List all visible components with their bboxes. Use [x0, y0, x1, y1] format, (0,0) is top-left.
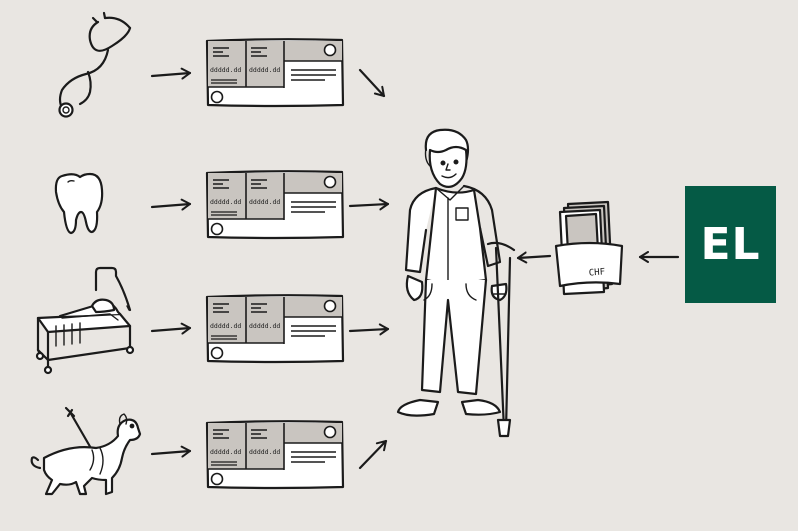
elderly-person-figure: [396, 128, 516, 438]
stethoscope-icon: [58, 11, 132, 118]
arrow-icon-to-invoice-2: [150, 198, 192, 211]
arrow-icon-to-invoice-4: [150, 445, 192, 458]
invoice-4: [205, 420, 345, 490]
arrow-invoice-3-to-person: [348, 323, 390, 336]
hospital-bed-icon: [35, 266, 135, 375]
arrow-invoice-2-to-person: [348, 198, 390, 211]
invoice-2: [205, 170, 345, 240]
logo-background: [685, 186, 776, 303]
invoice-1: [205, 38, 345, 108]
invoice-3: [205, 294, 345, 364]
arrow-icon-to-invoice-1: [150, 67, 192, 80]
arrow-invoice-1-to-person: [358, 68, 386, 98]
arrow-invoice-4-to-person: [358, 439, 388, 470]
el-logo-text: EL: [700, 219, 761, 270]
arrow-money-to-person: [516, 251, 552, 264]
tooth-icon: [54, 172, 104, 235]
arrow-icon-to-invoice-3: [150, 322, 192, 335]
guide-dog-icon: [30, 406, 142, 496]
el-logo: EL: [685, 186, 776, 303]
money-stack-icon: [554, 200, 624, 296]
